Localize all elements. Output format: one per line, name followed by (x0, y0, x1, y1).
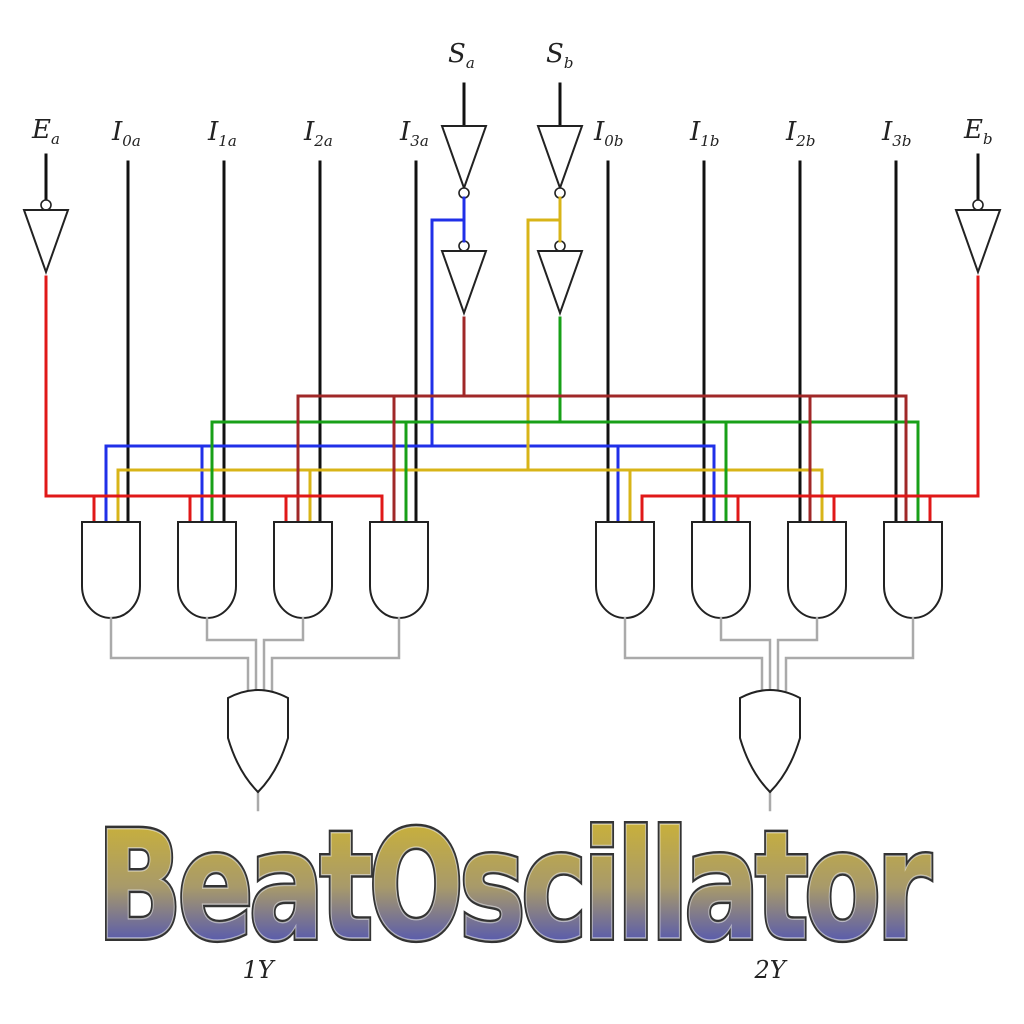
not-gate-sa (440, 125, 488, 191)
output-wires (109, 616, 915, 812)
or-gates (227, 689, 801, 794)
wire-out-1a (205, 616, 258, 692)
or-gate-2y (739, 689, 801, 794)
label-1y: 1Y (242, 956, 275, 984)
wire-out-0b (623, 616, 764, 692)
wire-darkred-bus (296, 394, 908, 524)
logo-text: BeatOscillator (97, 800, 931, 974)
not-gate-sa2 (440, 250, 488, 316)
wire-yellow-right (526, 468, 824, 524)
and-gate-2a (273, 521, 333, 619)
wire-enable-a (44, 275, 384, 524)
wire-out-2a (262, 616, 305, 692)
label-i1a: I1a (207, 117, 237, 150)
wire-green-bus (210, 420, 920, 524)
not-gate-sb (536, 125, 584, 191)
label-i0b: I0b (593, 117, 623, 150)
label-ea: Ea (31, 115, 60, 148)
data-input-wires (44, 82, 980, 524)
and-gate-3a (369, 521, 429, 619)
wire-enable-b (640, 275, 980, 524)
and-gate-0b (595, 521, 655, 619)
not-gate-ea (22, 209, 70, 275)
and-gate-2b (787, 521, 847, 619)
wire-sa-down (430, 218, 466, 448)
or-gate-1y (227, 689, 289, 794)
and-gate-0a (81, 521, 141, 619)
label-i3a: I3a (399, 117, 429, 150)
and-gate-1a (177, 521, 237, 619)
bubble-eb (972, 199, 984, 211)
wire-blue-right (430, 444, 716, 524)
brand-logo: BeatOscillator BeatOscillator (94, 797, 940, 977)
wire-out-3a (270, 616, 401, 692)
wire-out-0a (109, 616, 250, 692)
select-bus-wires (44, 196, 980, 524)
label-eb: Eb (963, 115, 993, 148)
not-gate-eb (954, 209, 1002, 275)
and-gate-1b (691, 521, 751, 619)
label-sa: Sa (448, 39, 475, 72)
wire-yellow-left (116, 468, 530, 524)
and-gate-3b (883, 521, 943, 619)
wire-out-3b (784, 616, 915, 692)
wire-out-2b (776, 616, 819, 692)
label-i3b: I3b (881, 117, 911, 150)
label-sb: Sb (546, 39, 573, 72)
wire-out-1b (719, 616, 772, 692)
input-labels: Ea I0a I1a I2a I3a Sa Sb I0b I1b I2b I3b… (31, 39, 993, 150)
and-gates (81, 521, 943, 619)
wire-sb-down (526, 218, 562, 472)
label-2y: 2Y (753, 956, 787, 984)
bubble-ea (40, 199, 52, 211)
not-gates (22, 125, 1002, 316)
label-i1b: I1b (689, 117, 719, 150)
label-i0a: I0a (111, 117, 141, 150)
not-gate-sb2 (536, 250, 584, 316)
label-i2b: I2b (785, 117, 815, 150)
logo-text-highlight: BeatOscillator (97, 800, 931, 974)
label-i2a: I2a (303, 117, 333, 150)
